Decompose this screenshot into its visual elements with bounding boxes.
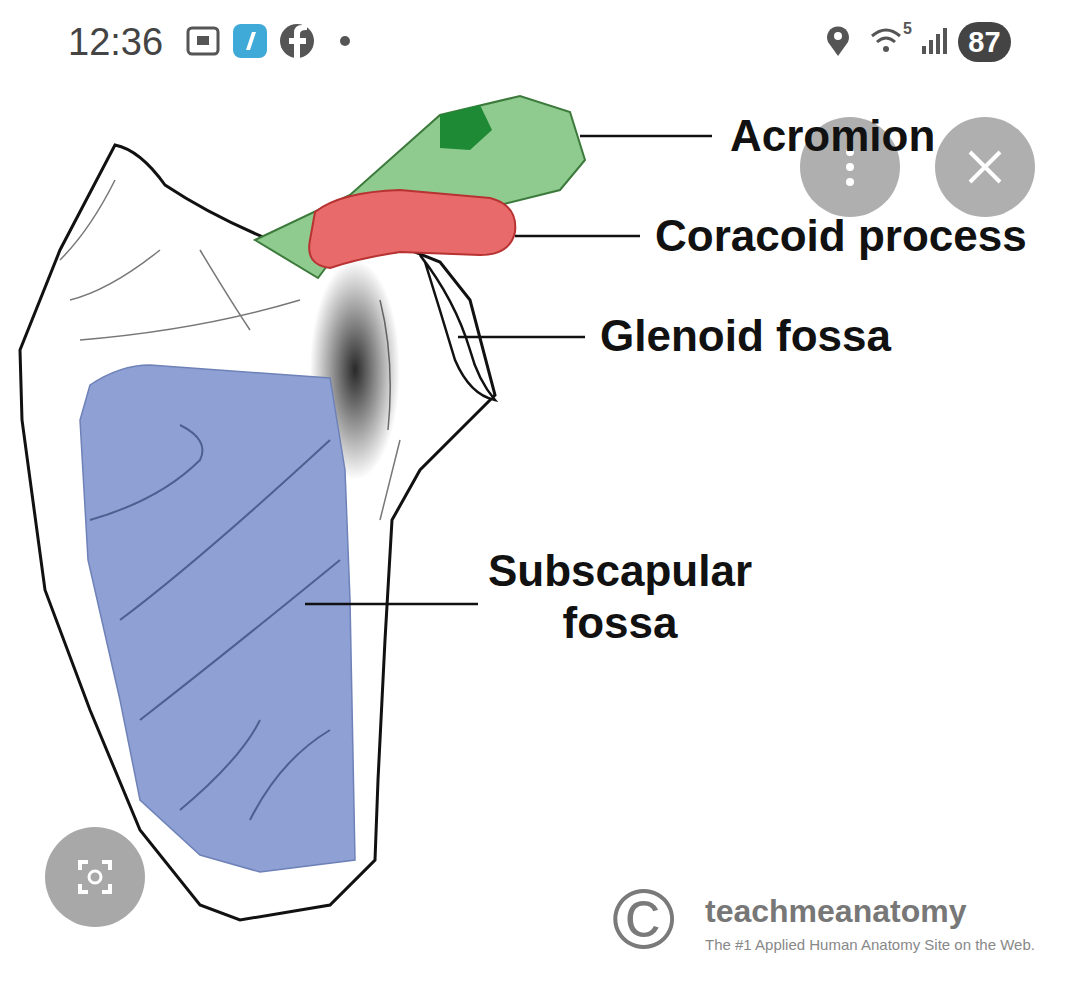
part-name: Coracoid process: [655, 210, 1027, 262]
status-icons: [188, 24, 947, 60]
subscapular-fossa: [80, 365, 355, 872]
watermark: teachmeanatomy: [705, 893, 966, 931]
coracoid-process: [309, 190, 515, 268]
part-name: Subscapular fossa: [470, 545, 770, 649]
copyright-mark: ©: [612, 868, 675, 969]
part-name: Acromion: [730, 110, 935, 162]
part-name: Glenoid fossa: [600, 310, 891, 362]
overlay-buttons: [45, 117, 1035, 927]
battery-level: 87: [968, 28, 1000, 57]
watermark-tagline: The #1 Applied Human Anatomy Site on the…: [705, 936, 1035, 954]
scapula-outline: [20, 145, 495, 920]
battery-badge: 87: [958, 22, 1011, 62]
glenoid-fossa: [420, 255, 495, 400]
acromion: [255, 96, 585, 278]
acromion-facet: [440, 105, 492, 150]
wifi-badge: 5: [903, 20, 912, 39]
status-time: 12:36: [68, 20, 163, 65]
leader-lines: [305, 136, 712, 604]
fossa-ridges: [90, 425, 340, 820]
